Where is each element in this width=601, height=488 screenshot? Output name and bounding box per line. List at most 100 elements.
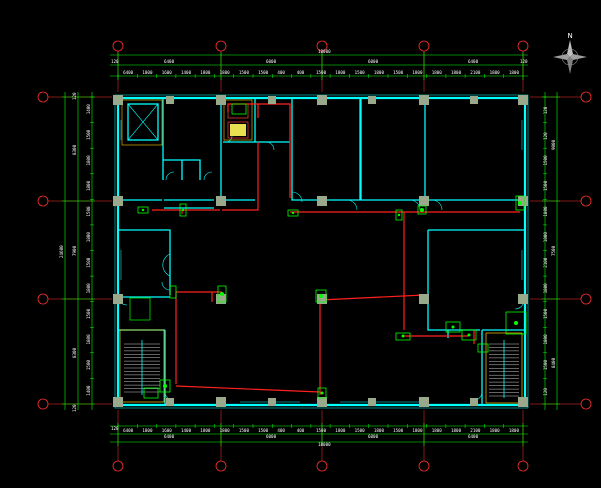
- detail-dim-label: 1800: [335, 428, 346, 433]
- structural-column: [419, 397, 429, 407]
- detail-dim-label: 1800: [509, 428, 520, 433]
- detail-dim-label: 2100: [470, 428, 481, 433]
- bottom-bay-dim-3: 6000: [368, 434, 379, 439]
- detail-dim-label: 1800: [412, 70, 423, 75]
- structural-column: [317, 95, 327, 105]
- detail-dim-label: 1800: [451, 428, 462, 433]
- structural-column: [317, 196, 327, 206]
- detail-dim-label: 1800: [374, 428, 385, 433]
- top-bay-dim-1: 6400: [164, 59, 175, 64]
- detail-dim-label: 1800: [451, 70, 462, 75]
- columns: [113, 95, 528, 407]
- dimension-detail-text-left: 1400150018001800150018001500180015001800…: [86, 104, 91, 396]
- structural-column: [518, 95, 528, 105]
- top-total-dim: 18000: [318, 49, 331, 54]
- detail-dim-label: 1800: [509, 70, 520, 75]
- north-label: N: [568, 32, 573, 40]
- shaft-outlines: [121, 99, 253, 146]
- structural-column: [113, 196, 123, 206]
- dimension-detail-text-bottom: 6400 1800 1600 1400 1800 1800 1500 1500 400 400 15…: [123, 428, 519, 433]
- structural-column: [470, 96, 478, 104]
- equipment-fills: [141, 201, 522, 395]
- bottom-bay-dim-1: 6400: [164, 434, 175, 439]
- detail-dim-label: 1500: [86, 360, 91, 371]
- detail-dim-label: 1800: [142, 70, 153, 75]
- wc-fixture-block: [230, 124, 246, 136]
- stair-right: [485, 332, 523, 404]
- interior-walls: [118, 98, 524, 405]
- structural-column: [470, 398, 478, 406]
- detail-dim-label: 1800: [490, 70, 501, 75]
- top-edge-dim-right: 120: [520, 59, 528, 64]
- detail-dim-label: 1800: [142, 428, 153, 433]
- detail-dim-label: 1800: [86, 180, 91, 191]
- structural-column: [518, 294, 528, 304]
- north-arrow-icon: N: [553, 32, 587, 74]
- structural-column: [368, 96, 376, 104]
- detail-dim-label: 120: [543, 388, 548, 396]
- elevator-shaft: [127, 103, 159, 141]
- detail-dim-label: 1800: [412, 428, 423, 433]
- detail-dim-label: 1500: [543, 360, 548, 371]
- stair-left-shaft: [129, 297, 151, 321]
- right-bay-dim-3: 8400: [551, 357, 556, 368]
- structural-column: [317, 294, 327, 304]
- structural-column: [268, 96, 276, 104]
- detail-dim-label: 1600: [162, 428, 173, 433]
- detail-dim-label: 1500: [393, 428, 404, 433]
- detail-dim-label: 1500: [239, 70, 250, 75]
- detail-dim-label: 1500: [86, 308, 91, 319]
- detail-dim-label: 6400: [123, 428, 134, 433]
- door-swings: [117, 135, 525, 401]
- detail-dim-label: 120: [543, 106, 548, 114]
- structural-column: [268, 398, 276, 406]
- detail-dim-label: 1400: [181, 428, 192, 433]
- detail-dim-label: 400: [277, 428, 285, 433]
- stair-left: [119, 329, 165, 403]
- bottom-total-dim: 18000: [318, 442, 331, 447]
- structural-column: [216, 294, 226, 304]
- top-bay-dim-2: 6000: [266, 59, 277, 64]
- detail-dim-label: 1800: [86, 334, 91, 345]
- detail-dim-label: 1500: [258, 428, 269, 433]
- top-bay-dim-3: 6000: [368, 59, 379, 64]
- detail-dim-label: 1800: [374, 70, 385, 75]
- detail-dim-label: 1500: [239, 428, 250, 433]
- dimension-detail-ticks: [90, 74, 547, 428]
- detail-dim-label: 1800: [200, 70, 211, 75]
- outer-walls: [116, 96, 527, 407]
- dimension-text-right: 9000 7500 8400: [551, 139, 556, 368]
- detail-dim-label: 1500: [543, 155, 548, 166]
- left-edge-dim-bottom: 120: [72, 404, 77, 412]
- detail-dim-label: 2100: [470, 70, 481, 75]
- detail-dim-label: 1500: [86, 129, 91, 140]
- detail-dim-label: 1800: [543, 283, 548, 294]
- detail-dim-label: 1500: [355, 70, 366, 75]
- structural-column: [166, 96, 174, 104]
- detail-dim-label: 1800: [490, 428, 501, 433]
- dimension-detail-text-right: 1201201500150018001800210018001500180015…: [543, 106, 548, 395]
- bottom-bay-dim-2: 6000: [266, 434, 277, 439]
- detail-dim-label: 1500: [258, 70, 269, 75]
- top-bay-dim-4: 6400: [468, 59, 479, 64]
- detail-dim-label: 400: [297, 428, 305, 433]
- dimension-ticks: [62, 52, 560, 446]
- bottom-edge-dim-left: 120: [111, 426, 119, 431]
- detail-dim-label: 1800: [543, 232, 548, 243]
- detail-dim-label: 1500: [355, 428, 366, 433]
- structural-column: [113, 95, 123, 105]
- bottom-bay-dim-4: 6400: [468, 434, 479, 439]
- window-marks: [120, 120, 523, 403]
- structural-column: [113, 397, 123, 407]
- dimension-text-bottom: 18000 6400 6000 6000 6400 120: [111, 426, 479, 447]
- detail-dim-label: 120: [543, 132, 548, 140]
- detail-dim-label: 1800: [86, 232, 91, 243]
- structural-column: [419, 196, 429, 206]
- detail-dim-label: 1400: [181, 70, 192, 75]
- detail-dim-label: 1500: [543, 308, 548, 319]
- dimension-text-top: 18000 6400 6000 6000 6400 120 120: [111, 49, 528, 64]
- detail-dim-label: 1800: [220, 70, 231, 75]
- detail-dim-label: 1800: [220, 428, 231, 433]
- detail-dim-label: 1500: [316, 428, 327, 433]
